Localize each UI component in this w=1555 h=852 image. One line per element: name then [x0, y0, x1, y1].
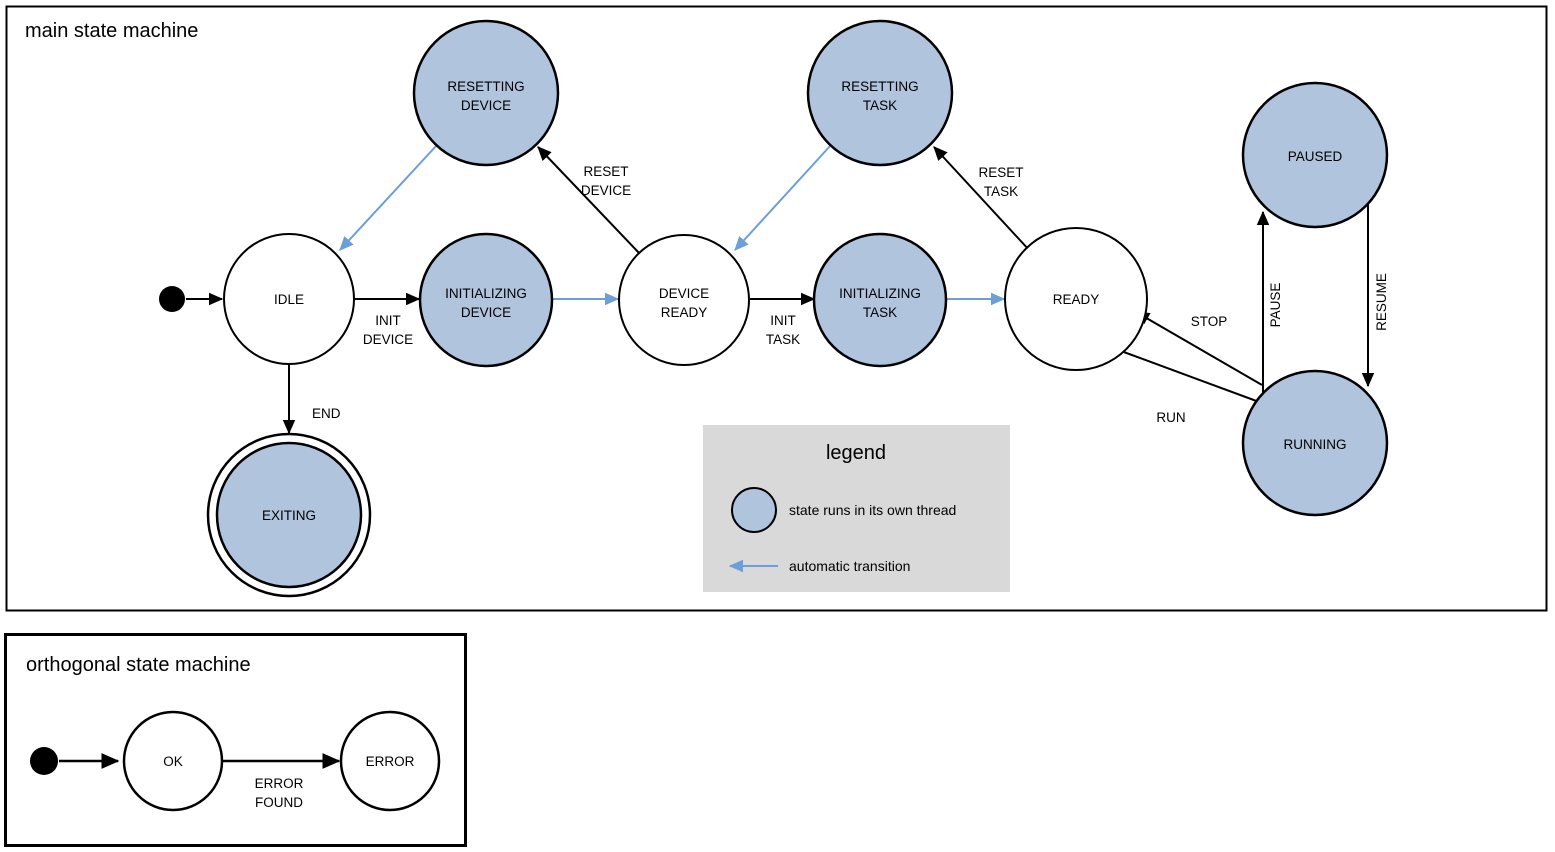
legend-label-threaded-state: state runs in its own thread: [789, 502, 956, 518]
state-label-resetting-task-line1: RESETTING: [841, 79, 918, 94]
state-circle[interactable]: [412, 19, 560, 167]
state-initializing-device[interactable]: INITIALIZING DEVICE: [418, 232, 554, 368]
main-frame-title: main state machine: [25, 20, 198, 42]
transition-running-stop: STOP: [1135, 311, 1263, 386]
transition-label-init-task-line2: TASK: [766, 332, 800, 347]
state-initializing-task[interactable]: INITIALIZING TASK: [812, 232, 948, 368]
state-label-exiting: EXITING: [262, 508, 316, 523]
transition-ready-run: RUN: [1120, 350, 1272, 425]
transition-label-error-found-line2: FOUND: [255, 795, 303, 810]
legend-item-auto-transition: automatic transition: [728, 558, 910, 574]
transition-label-resume: RESUME: [1374, 273, 1389, 331]
transition-idle-init-device: INIT DEVICE: [354, 292, 421, 347]
state-circle[interactable]: [618, 234, 750, 366]
state-circle[interactable]: [339, 710, 441, 812]
transition-arrow-automatic: [734, 144, 832, 251]
state-circle[interactable]: [1241, 81, 1389, 229]
transition-label-stop: STOP: [1191, 314, 1228, 329]
transition-label-init-device-line1: INIT: [375, 313, 401, 328]
state-circle[interactable]: [1241, 369, 1389, 517]
transition-arrow: [1120, 350, 1272, 408]
legend-item-threaded-state: state runs in its own thread: [731, 487, 956, 533]
transition-devready-resetdev: RESET DEVICE: [537, 146, 641, 255]
state-circle[interactable]: [418, 232, 554, 368]
transition-devready-inittask: INIT TASK: [749, 292, 816, 347]
state-idle[interactable]: IDLE: [223, 233, 355, 365]
state-label-resetting-device-line2: DEVICE: [461, 98, 511, 113]
transition-ready-resettask: RESET TASK: [933, 146, 1031, 252]
state-circle[interactable]: [215, 441, 363, 589]
transition-idle-end: END: [282, 364, 341, 435]
initial-state-dot[interactable]: [159, 286, 185, 312]
state-label-initializing-device-line1: INITIALIZING: [445, 286, 527, 301]
state-resetting-task[interactable]: RESETTING TASK: [806, 19, 954, 167]
orthogonal-state-machine-frame: orthogonal state machine ERROR FOUND OK …: [4, 633, 467, 847]
legend-title: legend: [826, 442, 886, 464]
transition-label-reset-device-line1: RESET: [583, 164, 628, 179]
transition-paused-resume: RESUME: [1361, 203, 1389, 388]
state-circle[interactable]: [806, 19, 954, 167]
main-states: IDLE EXITING RESETTING DEVICE INITIALIZI…: [159, 19, 1389, 598]
state-label-initializing-task-line2: TASK: [863, 305, 897, 320]
transition-label-init-device-line2: DEVICE: [363, 332, 413, 347]
state-label-resetting-device-line1: RESETTING: [447, 79, 524, 94]
transition-running-pause: PAUSE: [1256, 210, 1283, 395]
state-ok[interactable]: OK: [122, 710, 224, 812]
transition-label-error-found-line1: ERROR: [255, 776, 304, 791]
transition-label-reset-task-line1: RESET: [978, 165, 1023, 180]
orthogonal-frame-title: orthogonal state machine: [26, 654, 251, 676]
threaded-state-swatch-icon: [731, 487, 777, 533]
state-circle[interactable]: [122, 710, 224, 812]
initial-state-dot[interactable]: [30, 747, 58, 775]
state-ready[interactable]: READY: [1004, 227, 1148, 371]
state-circle[interactable]: [1004, 227, 1148, 371]
transition-label-reset-device-line2: DEVICE: [581, 183, 631, 198]
main-transitions: INIT DEVICE END RESET DEVICE INIT: [186, 144, 1389, 435]
state-label-initializing-device-line2: DEVICE: [461, 305, 511, 320]
state-label-paused: PAUSED: [1288, 149, 1343, 164]
transition-label-end: END: [312, 406, 341, 421]
transition-arrow: [933, 146, 1031, 252]
state-label-device-ready-line1: DEVICE: [659, 286, 709, 301]
state-device-ready[interactable]: DEVICE READY: [618, 234, 750, 366]
state-label-initializing-task-line1: INITIALIZING: [839, 286, 921, 301]
legend-panel: legend state runs in its own thread auto…: [703, 425, 1010, 592]
state-label-running: RUNNING: [1284, 437, 1347, 452]
transition-resettask-devready: [734, 144, 832, 251]
transition-label-pause: PAUSE: [1268, 283, 1283, 328]
state-label-resetting-task-line2: TASK: [863, 98, 897, 113]
state-label-ok: OK: [163, 754, 183, 769]
transition-arrow: [537, 146, 641, 255]
transition-label-init-task-line1: INIT: [770, 313, 796, 328]
state-running[interactable]: RUNNING: [1241, 369, 1389, 517]
transition-arrow-automatic: [339, 144, 438, 251]
transition-label-run: RUN: [1156, 410, 1185, 425]
state-label-idle: IDLE: [274, 292, 304, 307]
legend-label-auto-transition: automatic transition: [789, 558, 910, 574]
state-circle[interactable]: [223, 233, 355, 365]
transition-ortho-ok-error: ERROR FOUND: [221, 753, 341, 810]
state-label-error: ERROR: [366, 754, 415, 769]
transition-label-reset-task-line2: TASK: [984, 184, 1018, 199]
transition-resetdev-idle: [339, 144, 438, 251]
state-exiting[interactable]: EXITING: [206, 432, 372, 598]
state-circle[interactable]: [812, 232, 948, 368]
state-paused[interactable]: PAUSED: [1241, 81, 1389, 229]
transition-arrow: [1135, 311, 1263, 386]
state-label-ready: READY: [1053, 292, 1100, 307]
state-resetting-device[interactable]: RESETTING DEVICE: [412, 19, 560, 167]
state-label-device-ready-line2: READY: [661, 305, 708, 320]
state-error[interactable]: ERROR: [339, 710, 441, 812]
